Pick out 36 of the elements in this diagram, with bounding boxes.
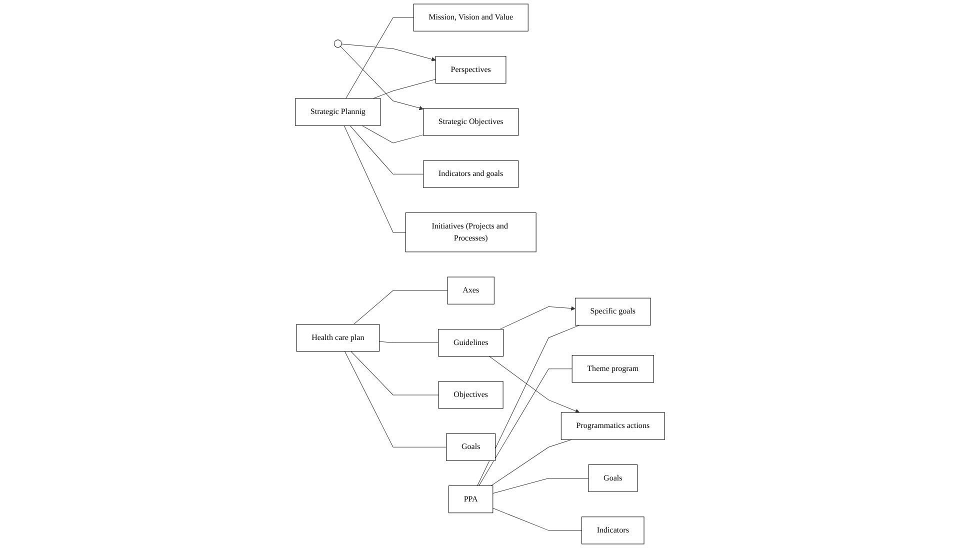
node-box: Specific goals — [574, 298, 651, 326]
node-box: Objectives — [438, 381, 504, 409]
connector — [346, 17, 414, 99]
connector — [492, 508, 582, 531]
node-box: Strategic Plannig — [295, 98, 381, 126]
connector — [344, 125, 406, 233]
connector — [478, 368, 572, 486]
node-box: Indicators — [582, 516, 644, 544]
node-box: Theme program — [572, 355, 654, 383]
node-box: Strategic Objectives — [423, 108, 519, 136]
connector — [372, 79, 436, 99]
node-box: Mission, Vision and Value — [413, 4, 528, 32]
connector — [379, 341, 439, 343]
node-box: Health care plan — [296, 324, 380, 352]
arrow — [500, 306, 576, 330]
node-box: Goals — [588, 464, 638, 492]
node-box: PPA — [448, 486, 494, 514]
node-box: Perspectives — [435, 56, 506, 84]
connector — [362, 125, 424, 144]
node-box: Guidelines — [438, 328, 504, 357]
arrow — [340, 46, 424, 110]
connector — [490, 439, 572, 486]
connector — [477, 324, 580, 486]
node-box: Initiatives (Projects and Processes) — [405, 212, 536, 252]
arrow — [489, 356, 580, 414]
node-ellipse — [334, 40, 342, 48]
node-box: Indicators and goals — [423, 160, 518, 188]
connector — [344, 351, 447, 448]
connector — [350, 351, 439, 396]
node-box: Programmatics actions — [560, 412, 665, 440]
connector — [350, 125, 424, 174]
connector — [353, 290, 448, 325]
arrow — [341, 44, 436, 62]
node-box: Goals — [446, 433, 496, 461]
connector — [492, 478, 589, 494]
node-box: Axes — [447, 276, 494, 304]
